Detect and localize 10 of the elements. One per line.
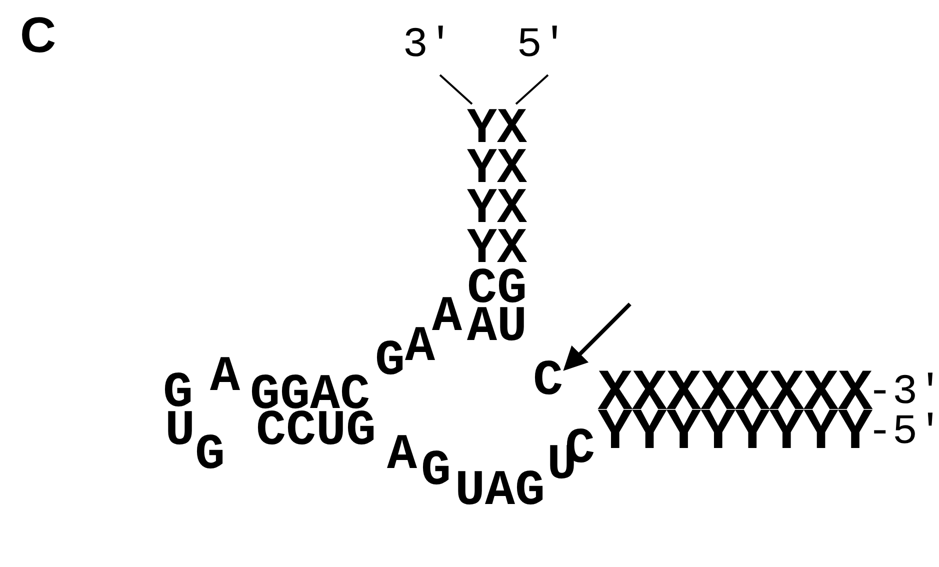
nucleotide: G [195,431,225,481]
strand-end-label: 3' [402,24,454,66]
cleavage-nucleotide: C [533,357,563,407]
nucleotide: A [210,353,240,403]
nucleotide: G [375,337,405,387]
nucleotide: A [387,431,417,481]
panel-letter: C [20,10,56,60]
nucleotide-run: UAG [455,467,545,517]
nucleotide: G [421,447,451,497]
strand-end-label: 5' [516,24,568,66]
